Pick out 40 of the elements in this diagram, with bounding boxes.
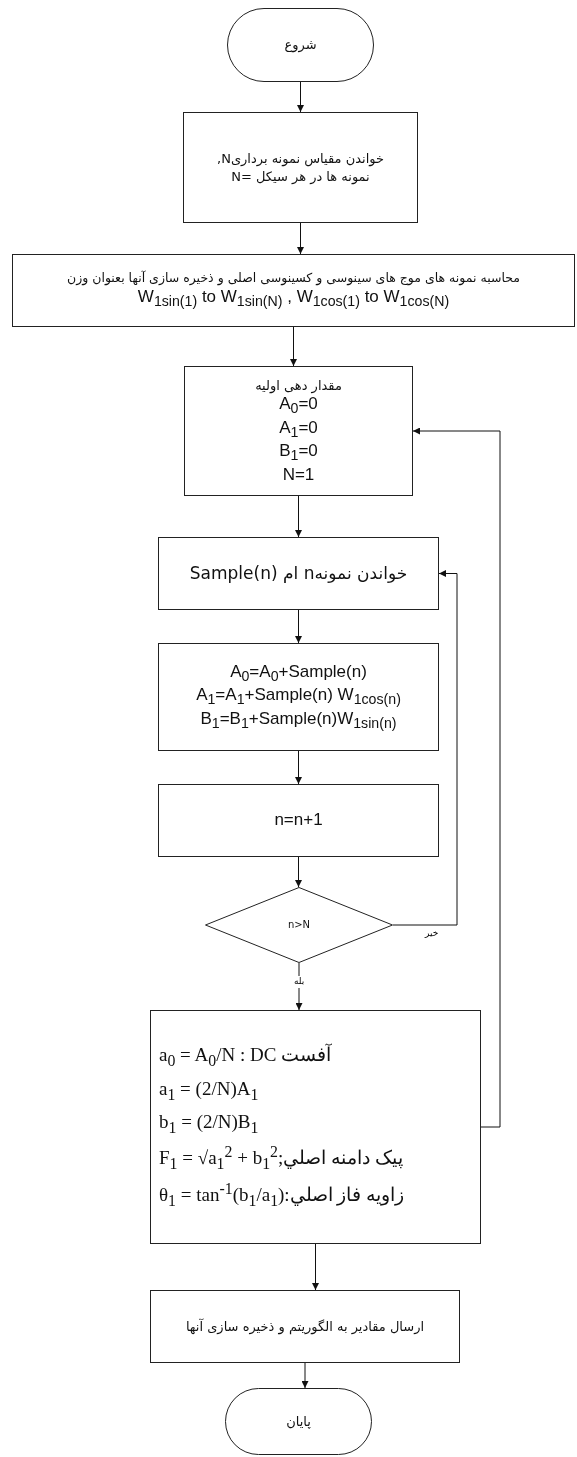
node-text: ارسال مقادیر به الگوریتم و ذخیره سازی آنها [185,1317,425,1336]
process-box [150,1290,460,1363]
node-text: شروع [284,36,317,54]
edge-label: خیر [425,928,439,940]
arrow [297,81,304,113]
process-box [158,784,439,857]
edge-label: بله [294,976,305,988]
process-box [183,112,418,223]
node-text: پایان [286,1412,311,1431]
node-text: B$_{1}$=0 [279,441,318,465]
arrow [295,750,302,785]
node-text: محاسبه نمونه های موج های سینوسی و کسینوسی اصلی و ذخیره سازی آنها بعنوان وزن [67,270,520,288]
formula-text: b$_{1}$ = (2/N)B$_{1}$ [159,1110,259,1138]
arrow [301,1362,309,1389]
arrow [297,222,304,255]
process-box [150,1010,481,1244]
node-text: n=n+1 [274,810,323,831]
process-box [184,366,413,496]
node-text: خواندن نمونهn ام Sample(n) [189,562,408,585]
arrow [412,427,501,1128]
node-text: N=1 [282,464,315,486]
node-text: A$_{0}$=A$_{0}$+Sample(n) [230,661,367,686]
node-text: A$_{1}$=0 [279,417,318,442]
arrow [392,570,458,926]
node-text: n>N [287,918,311,932]
node-text: A$_{0}$=0 [279,394,318,418]
arrow [312,1243,319,1291]
node-text: A$_{1}$=A$_{1}$+Sample(n) W$_{1cos(n)}$ [196,685,401,709]
node-text: W$_{1sin(1)}$ to W$_{1sin(N)}$ , W$_{1cos(1)}$ to W$_{1cos(N)}$ [137,287,450,311]
process-box [158,643,439,751]
arrow [295,495,302,538]
process-box [12,254,575,327]
arrow [295,856,302,888]
process-box [158,537,439,610]
arrow [290,326,297,367]
arrow [295,609,302,644]
node-text: B$_{1}$=B$_{1}$+Sample(n)W$_{1sin(n)}$ [200,708,397,733]
formula-text: a$_{1}$ = (2/N)A$_{1}$ [159,1076,259,1105]
node-text: خواندن مقیاس نمونه برداریN, نمونه ها در هر سیکل =N [216,149,385,186]
node-text: مقدار دهی اولیه [255,376,342,395]
